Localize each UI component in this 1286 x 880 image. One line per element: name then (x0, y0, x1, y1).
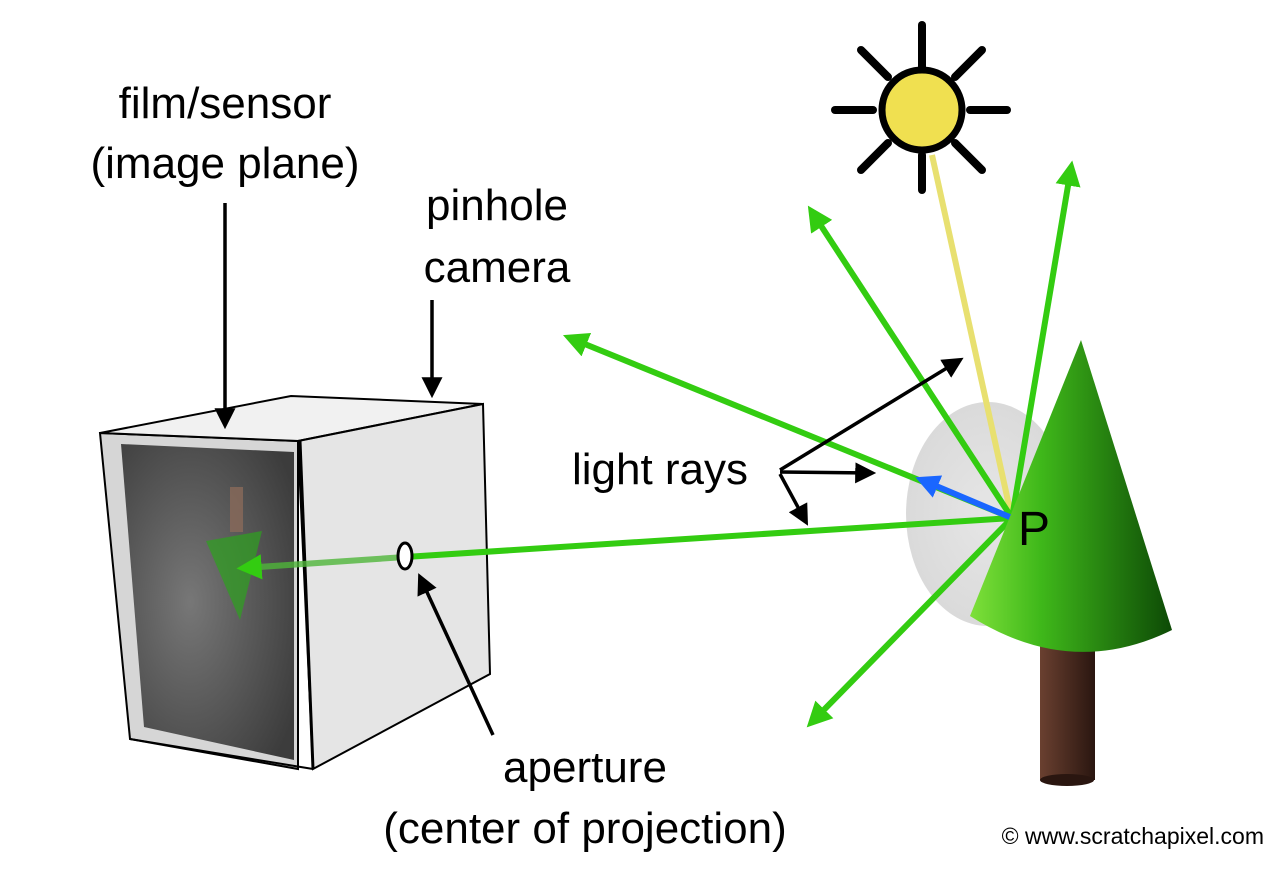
tree-trunk (1040, 628, 1095, 780)
annotation-arrows (214, 203, 964, 736)
ray-to-aperture (404, 515, 1013, 560)
film-sensor-label: film/sensor (119, 79, 332, 128)
aperture-label: aperture (503, 743, 667, 792)
sun-ray (929, 154, 1013, 511)
image-plane-label: (image plane) (90, 139, 359, 188)
film-sensor-plane (121, 444, 294, 760)
sun-icon (831, 21, 1011, 194)
point-p-label: P (1018, 503, 1050, 556)
inverted-tree-image (206, 487, 262, 620)
ray-up-right (1009, 160, 1081, 519)
tree-cone (970, 340, 1172, 652)
tree-icon (970, 340, 1172, 786)
center-of-projection-label: (center of projection) (383, 804, 787, 853)
light-rays-arrow-up (779, 357, 964, 472)
ray-down-left (806, 515, 1015, 728)
camera-side-face (296, 402, 492, 771)
light-rays-arrow-right (779, 462, 877, 484)
light-rays-arrow-down (778, 473, 809, 526)
blue-ray (915, 475, 1014, 521)
camera-label: camera (424, 243, 571, 292)
light-rays-label: light rays (572, 445, 748, 494)
camera-box (98, 394, 492, 771)
copyright-text: © www.scratchapixel.com (1002, 823, 1264, 849)
ray-up-left (807, 205, 1015, 520)
pinhole-label: pinhole (426, 181, 568, 230)
aperture-pointer-arrow (417, 573, 495, 736)
aperture-hole (396, 541, 414, 571)
ray-into-camera (236, 554, 406, 580)
